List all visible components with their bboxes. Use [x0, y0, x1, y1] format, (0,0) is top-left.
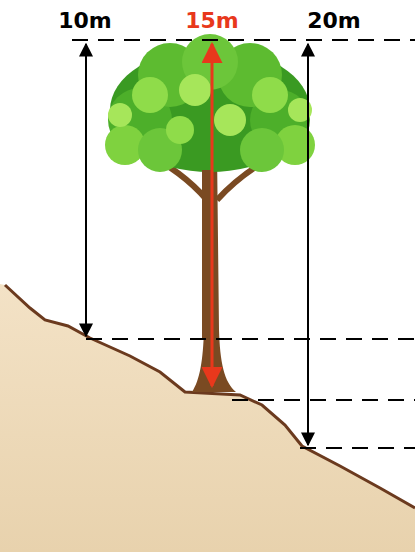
dimension-label: 20m	[307, 8, 361, 34]
dimension-arrow	[307, 44, 309, 445]
dimension-arrow	[211, 44, 214, 386]
dimension-label: 15m	[185, 8, 239, 34]
reference-lines	[72, 40, 415, 448]
dimension-label: 10m	[58, 8, 112, 34]
dimension-arrow	[85, 44, 87, 336]
